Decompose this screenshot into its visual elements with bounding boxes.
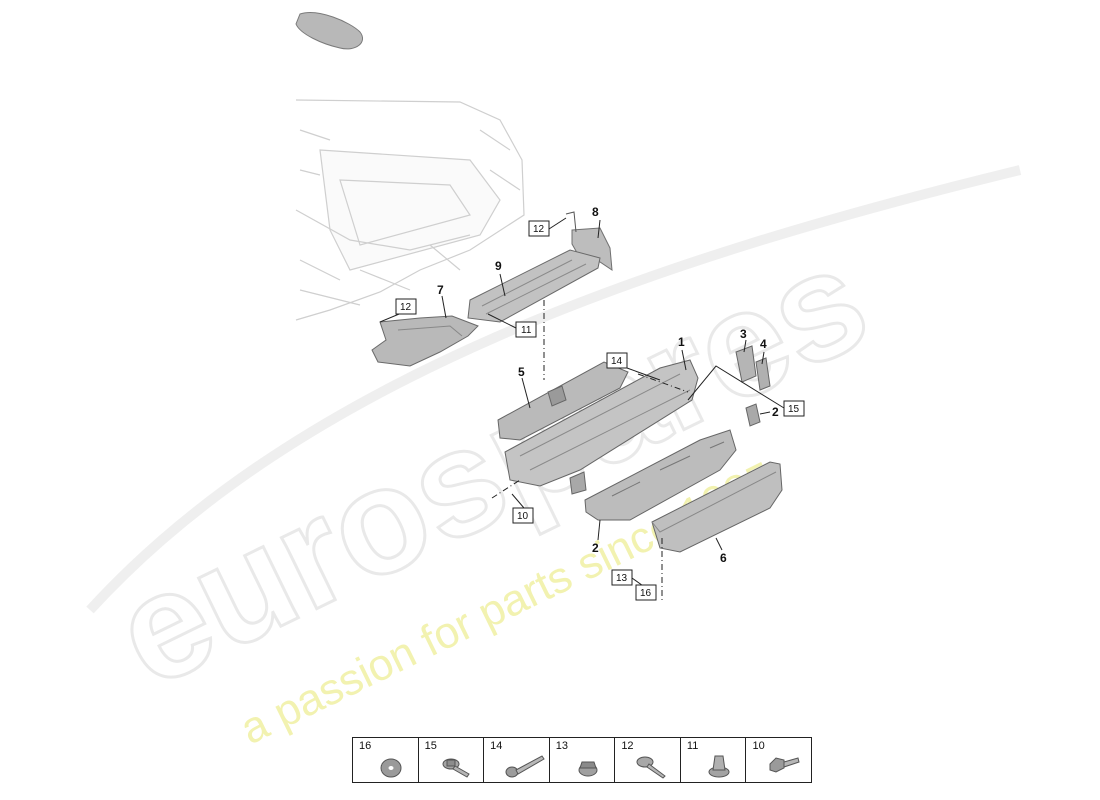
legend-cell-16: 16 — [353, 738, 419, 782]
legend-cell-12: 12 — [615, 738, 681, 782]
box-ref-14: 14 — [606, 352, 628, 369]
flange-bolt-icon — [442, 758, 470, 778]
box-ref-10: 10 — [512, 507, 534, 524]
label-part-8: 8 — [592, 205, 599, 219]
bracket-part-8 — [565, 211, 613, 271]
label-part-1: 1 — [678, 335, 685, 349]
legend-num: 10 — [752, 740, 765, 752]
svg-text:10: 10 — [517, 511, 529, 522]
box-ref-12-top: 12 — [528, 220, 550, 237]
svg-text:11: 11 — [521, 325, 532, 336]
legend-num: 13 — [555, 740, 568, 752]
legend-num: 16 — [359, 740, 372, 752]
rubber-cap-part — [295, 12, 363, 50]
long-bolt-icon — [505, 755, 545, 778]
box-ref-15: 15 — [783, 400, 805, 417]
box-ref-11: 11 — [515, 321, 537, 338]
fastener-legend: 16 15 14 13 12 11 — [352, 737, 812, 783]
air-duct-part-7 — [371, 315, 479, 367]
legend-cell-11: 11 — [681, 738, 747, 782]
label-part-2-lower: 2 — [592, 541, 599, 555]
label-part-3: 3 — [740, 327, 747, 341]
absorber-part-6 — [651, 461, 783, 553]
cross-member-part-5 — [497, 361, 629, 441]
svg-text:13: 13 — [616, 573, 628, 584]
leader-lines — [379, 217, 785, 600]
air-duct-part-9 — [467, 249, 601, 323]
svg-text:12: 12 — [400, 302, 412, 313]
svg-text:15: 15 — [788, 404, 800, 415]
legend-num: 12 — [621, 740, 634, 752]
legend-num: 11 — [686, 740, 699, 752]
svg-text:12: 12 — [533, 224, 545, 235]
lower-bracket-part-2 — [584, 429, 737, 521]
box-ref-13: 13 — [611, 569, 633, 586]
legend-cell-13: 13 — [550, 738, 616, 782]
label-part-5: 5 — [518, 365, 525, 379]
legend-num: 14 — [490, 740, 503, 752]
box-ref-12-left: 12 — [395, 298, 417, 315]
part-labels: 8 9 7 5 1 3 4 2 2 6 — [437, 205, 779, 565]
legend-cell-14: 14 — [484, 738, 550, 782]
box-ref-16: 16 — [635, 584, 657, 601]
legend-cell-15: 15 — [419, 738, 485, 782]
screw-icon — [636, 756, 667, 779]
boxed-labels: 12 12 11 14 15 10 13 16 — [395, 220, 805, 601]
label-part-9: 9 — [495, 259, 502, 273]
small-bracket-part-3 — [735, 345, 757, 383]
label-part-7: 7 — [437, 283, 444, 297]
label-part-2-small: 2 — [772, 405, 779, 419]
body-frame-sketch — [295, 99, 525, 321]
label-part-6: 6 — [720, 551, 727, 565]
svg-text:16: 16 — [640, 588, 652, 599]
small-block-part-2 — [745, 403, 761, 427]
label-part-4: 4 — [760, 337, 767, 351]
clip-icon — [708, 755, 730, 778]
washer-icon — [380, 758, 402, 778]
hex-bolt-icon — [769, 757, 801, 773]
legend-num: 15 — [424, 740, 437, 752]
flange-nut-icon — [578, 761, 598, 777]
legend-cell-10: 10 — [746, 738, 811, 782]
bumper-beam-part-1 — [504, 359, 699, 495]
svg-text:14: 14 — [611, 356, 623, 367]
